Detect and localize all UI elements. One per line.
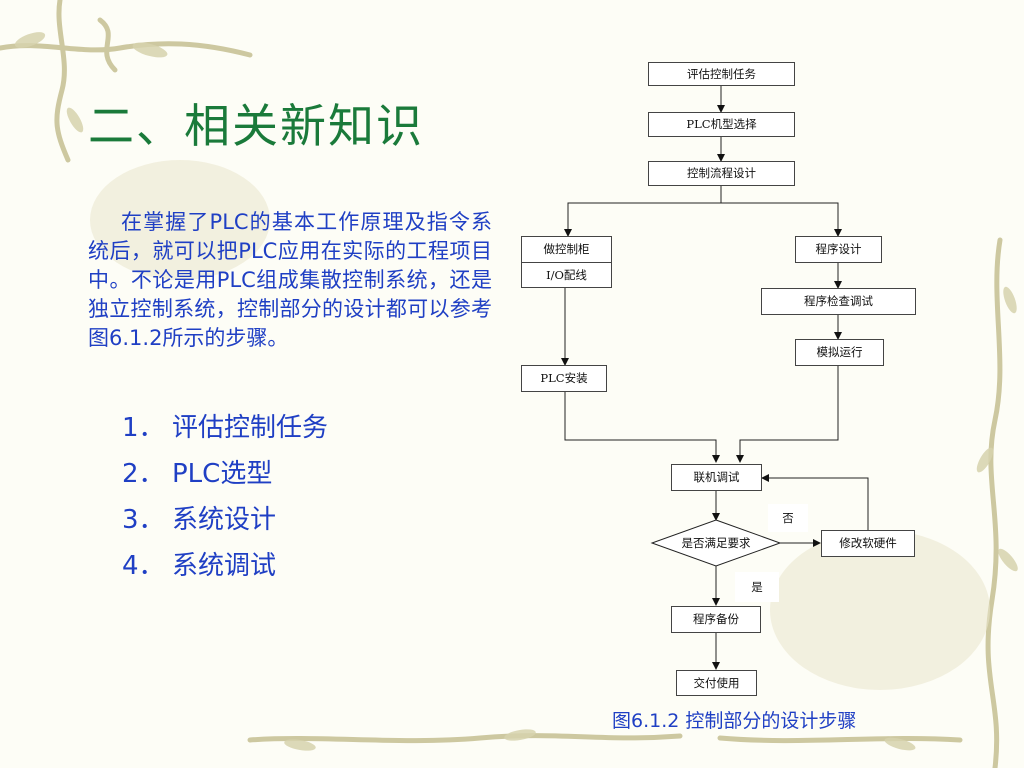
intro-paragraph: 在掌握了PLC的基本工作原理及指令系统后，就可以把PLC应用在实际的工程项目中。… xyxy=(88,210,492,350)
node-program-design: 程序设计 xyxy=(795,236,882,263)
decision-diamond xyxy=(650,519,782,567)
branch-label-no: 否 xyxy=(768,504,808,532)
list-item: 3．系统设计 xyxy=(122,497,328,543)
node-program-backup: 程序备份 xyxy=(671,606,761,633)
list-item: 4．系统调试 xyxy=(122,543,328,589)
node-simulate: 模拟运行 xyxy=(795,339,884,366)
node-modify-hw-sw: 修改软硬件 xyxy=(821,530,915,557)
list-item-text: 系统调试 xyxy=(172,551,277,581)
list-item-text: 评估控制任务 xyxy=(172,413,329,443)
list-item: 2．PLC选型 xyxy=(122,451,328,497)
list-item-number: 4． xyxy=(122,551,165,581)
node-cabinet-label: 做控制柜 xyxy=(522,237,611,263)
slide-title: 二、相关新知识 xyxy=(88,99,424,153)
node-deliver: 交付使用 xyxy=(676,670,757,696)
list-item-number: 3． xyxy=(122,505,165,535)
node-control-cabinet: 做控制柜 I/O配线 xyxy=(521,236,612,288)
figure-caption: 图6.1.2 控制部分的设计步骤 xyxy=(612,710,857,732)
node-plc-install: PLC安装 xyxy=(521,365,607,392)
list-item: 1．评估控制任务 xyxy=(122,405,328,451)
node-flow-design: 控制流程设计 xyxy=(648,161,795,186)
list-item-number: 2． xyxy=(122,459,165,489)
node-plc-selection: PLC机型选择 xyxy=(648,112,795,137)
steps-list: 1．评估控制任务 2．PLC选型 3．系统设计 4．系统调试 xyxy=(122,405,328,589)
list-item-text: 系统设计 xyxy=(172,505,277,535)
list-item-number: 1． xyxy=(122,413,165,443)
node-io-wiring-label: I/O配线 xyxy=(546,268,587,282)
list-item-text: PLC选型 xyxy=(172,459,273,489)
node-joint-debug: 联机调试 xyxy=(671,464,762,491)
node-program-check: 程序检查调试 xyxy=(761,288,916,315)
node-evaluate-task: 评估控制任务 xyxy=(648,62,795,86)
decision-label: 是否满足要求 xyxy=(681,536,751,550)
branch-label-yes: 是 xyxy=(735,572,779,602)
